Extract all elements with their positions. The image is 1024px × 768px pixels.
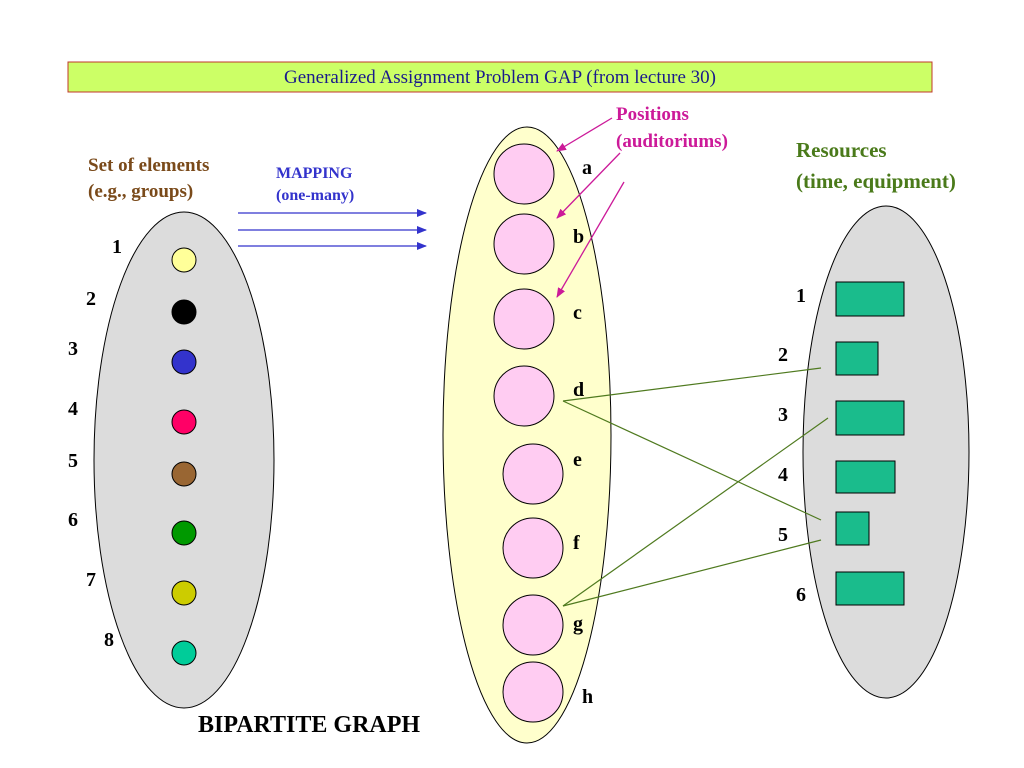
mapping-label-line1: MAPPING — [276, 165, 353, 182]
mapping-label-line2: (one-many) — [276, 187, 354, 204]
position-node — [493, 365, 555, 427]
elements-heading-line2: (e.g., groups) — [88, 181, 193, 202]
element-label: 1 — [112, 236, 122, 258]
position-nodes: a b c d e f g h — [493, 143, 593, 723]
resource-nodes: 1 2 3 4 5 6 — [778, 281, 905, 606]
page-title: Generalized Assignment Problem GAP (from… — [284, 67, 716, 88]
resources-heading-line1: Resources — [796, 138, 887, 162]
position-node — [502, 517, 564, 579]
positions-pointer-arrow — [556, 152, 621, 219]
element-dot — [171, 299, 197, 325]
elements-set-ellipse — [93, 211, 275, 709]
resource-label: 4 — [778, 464, 788, 486]
position-node — [502, 443, 564, 505]
bipartite-edges — [562, 367, 829, 607]
element-nodes: 1 2 3 4 5 6 7 8 — [68, 236, 197, 666]
resource-block — [835, 281, 905, 317]
resource-label: 1 — [796, 285, 806, 307]
positions-heading-line2: (auditoriums) — [616, 131, 728, 152]
position-label: f — [573, 532, 580, 554]
element-dot — [171, 580, 197, 606]
element-label: 7 — [86, 569, 96, 591]
position-label: c — [573, 302, 582, 324]
element-label: 8 — [104, 629, 114, 651]
elements-heading-line1: Set of elements — [88, 155, 209, 176]
element-dot — [171, 461, 197, 487]
resource-block — [835, 341, 879, 376]
positions-heading-line1: Positions — [616, 104, 689, 125]
position-label: e — [573, 449, 582, 471]
resource-block — [835, 460, 896, 494]
position-node — [502, 594, 564, 656]
element-dot — [171, 247, 197, 273]
resource-block — [835, 400, 905, 436]
bipartite-edge — [562, 539, 822, 607]
position-label: b — [573, 226, 584, 248]
resources-heading-line2: (time, equipment) — [796, 169, 956, 193]
positions-pointer-arrow — [556, 117, 613, 152]
position-node — [493, 213, 555, 275]
position-label: a — [582, 157, 592, 179]
element-dot — [171, 640, 197, 666]
title-banner — [67, 61, 933, 93]
position-label: h — [582, 686, 593, 708]
element-dot — [171, 349, 197, 375]
element-dot — [171, 520, 197, 546]
element-label: 6 — [68, 509, 78, 531]
resource-block — [835, 571, 905, 606]
diagram-caption: BIPARTITE GRAPH — [198, 712, 420, 738]
position-label: g — [573, 613, 583, 635]
resource-block — [835, 511, 870, 546]
position-node — [502, 661, 564, 723]
resource-label: 3 — [778, 404, 788, 426]
position-label: d — [573, 379, 584, 401]
resource-label: 5 — [778, 524, 788, 546]
element-label: 2 — [86, 288, 96, 310]
element-label: 4 — [68, 398, 78, 420]
resource-label: 6 — [796, 584, 806, 606]
resources-set-ellipse — [802, 205, 970, 699]
bipartite-edge — [562, 367, 822, 402]
bipartite-edge — [562, 417, 829, 607]
element-label: 3 — [68, 338, 78, 360]
positions-pointer-arrow — [556, 181, 625, 298]
positions-set-ellipse — [442, 126, 612, 744]
element-label: 5 — [68, 450, 78, 472]
position-node — [493, 288, 555, 350]
position-node — [493, 143, 555, 205]
element-dot — [171, 409, 197, 435]
resource-label: 2 — [778, 344, 788, 366]
bipartite-edge — [562, 400, 822, 521]
